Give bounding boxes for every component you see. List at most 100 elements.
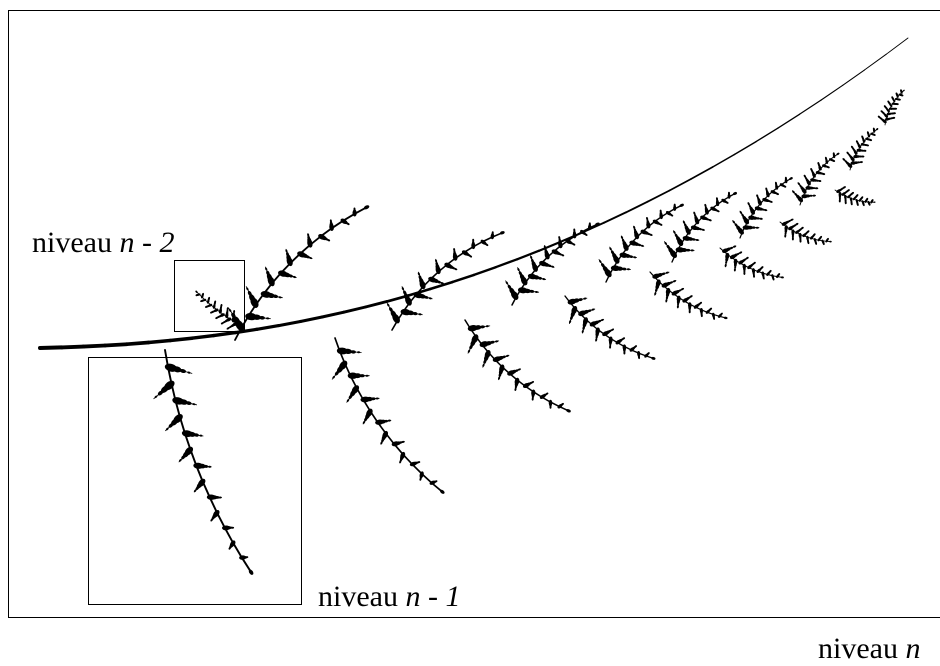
pinnule-stem (847, 192, 854, 198)
leaflet (566, 409, 571, 413)
pinnule-stem (806, 236, 809, 244)
leaflet (363, 205, 370, 210)
pinnule-stem (816, 171, 825, 175)
pinnule-stem (806, 187, 819, 189)
main-rachis (733, 140, 757, 156)
pinnule-stem (851, 145, 857, 154)
pinnule-stem (482, 241, 488, 246)
pinnule-stem (700, 309, 703, 317)
label-suffix: - 2 (134, 226, 175, 259)
pinnule-stem (245, 286, 257, 306)
pinnule-stem (899, 94, 903, 96)
pinnule-stem (469, 325, 491, 329)
main-rachis (320, 310, 346, 319)
pinnule-stem (684, 237, 700, 241)
pinnule-stem (620, 235, 627, 250)
pinnule-stem (683, 295, 693, 302)
main-rachis (364, 299, 389, 309)
pinnule-stem (885, 117, 896, 120)
pinnule-stem (247, 315, 271, 320)
leaflet (499, 231, 505, 235)
pinnule-stem (692, 226, 705, 231)
pinnule-stem (900, 90, 903, 93)
leaflet (829, 240, 832, 243)
figure-frame (8, 10, 940, 618)
pinnule-stem (842, 158, 852, 168)
label-suffix: - 1 (420, 580, 461, 613)
pinnule-stem (654, 280, 660, 296)
pinnule-stem (810, 233, 816, 239)
pinnule-stem (775, 182, 778, 189)
pinnule-stem (524, 381, 534, 387)
pinnule-stem (850, 197, 853, 205)
pinnule-stem (541, 392, 548, 398)
label-word: niveau (32, 226, 112, 259)
pinnule-stem (878, 115, 886, 123)
label-word: niveau (318, 580, 398, 613)
pinnule-stem (716, 197, 719, 205)
pinnule-stem (722, 199, 728, 204)
pinnule-stem (814, 238, 817, 245)
leaflet (780, 276, 784, 279)
pinnule-stem (567, 240, 576, 246)
pinnule-stem (401, 286, 410, 304)
pinnule-stem (884, 105, 890, 112)
pinnule-stem (463, 251, 472, 258)
pinnule-stem (861, 143, 869, 146)
pinnule-stem (792, 190, 802, 202)
pinnule-stem (665, 289, 669, 303)
pinnule-stem (753, 269, 755, 278)
leaflet (723, 316, 728, 320)
pinnule-stem (776, 273, 780, 278)
pinnule-stem (362, 397, 380, 401)
pinnule-stem (482, 351, 489, 368)
label-variable: n (119, 226, 135, 259)
pinnule-stem (704, 203, 708, 214)
main-rachis (603, 211, 627, 224)
pinnule-stem (784, 226, 787, 238)
pinnule-stem (842, 189, 850, 196)
pinnule-stem (796, 227, 804, 234)
pinnule-stem (772, 275, 774, 280)
pinnule-stem (701, 216, 712, 222)
pinnule-stem (811, 179, 822, 182)
pinnule-stem (851, 161, 863, 164)
main-rachis (668, 178, 692, 192)
pinnule-stem (559, 403, 564, 408)
pinnule-stem (739, 256, 749, 264)
main-rachis (168, 336, 194, 343)
pinnule-stem (435, 258, 440, 273)
pinnule-stem (653, 271, 670, 278)
main-rachis (472, 266, 497, 277)
pinnule-stem (331, 362, 346, 380)
pinnule-stem (673, 287, 685, 295)
pinnule-stem (642, 231, 653, 236)
pinnule-stem (887, 112, 896, 115)
pinnule-stem (706, 308, 712, 313)
main-rachis (494, 258, 519, 269)
pinnule-stem (871, 199, 873, 203)
pinnule-stem (226, 307, 229, 318)
pinnule-stem (481, 340, 500, 346)
pinnule-stem (517, 267, 526, 284)
level-n-minus-1-box (88, 357, 302, 605)
pinnule-stem (380, 432, 387, 445)
pinnule-stem (802, 195, 816, 197)
pinnule-stem (299, 253, 313, 260)
pinnule-stem (541, 262, 555, 268)
pinnule-stem (830, 158, 835, 162)
main-rachis (211, 330, 237, 338)
label-level-n-minus-2: niveau n - 2 (32, 228, 174, 258)
pinnule-stem (682, 220, 690, 234)
leaflet (789, 177, 793, 180)
pinnule-stem (799, 233, 801, 243)
leaflet (248, 569, 254, 575)
pinnule-stem (725, 254, 728, 268)
pinnule-stem (419, 473, 423, 481)
main-rachis (820, 84, 844, 101)
pinnule-stem (417, 271, 424, 288)
pinnule-stem (430, 278, 445, 285)
pinnule-stem (530, 255, 537, 270)
pinnule-stem (868, 201, 870, 205)
